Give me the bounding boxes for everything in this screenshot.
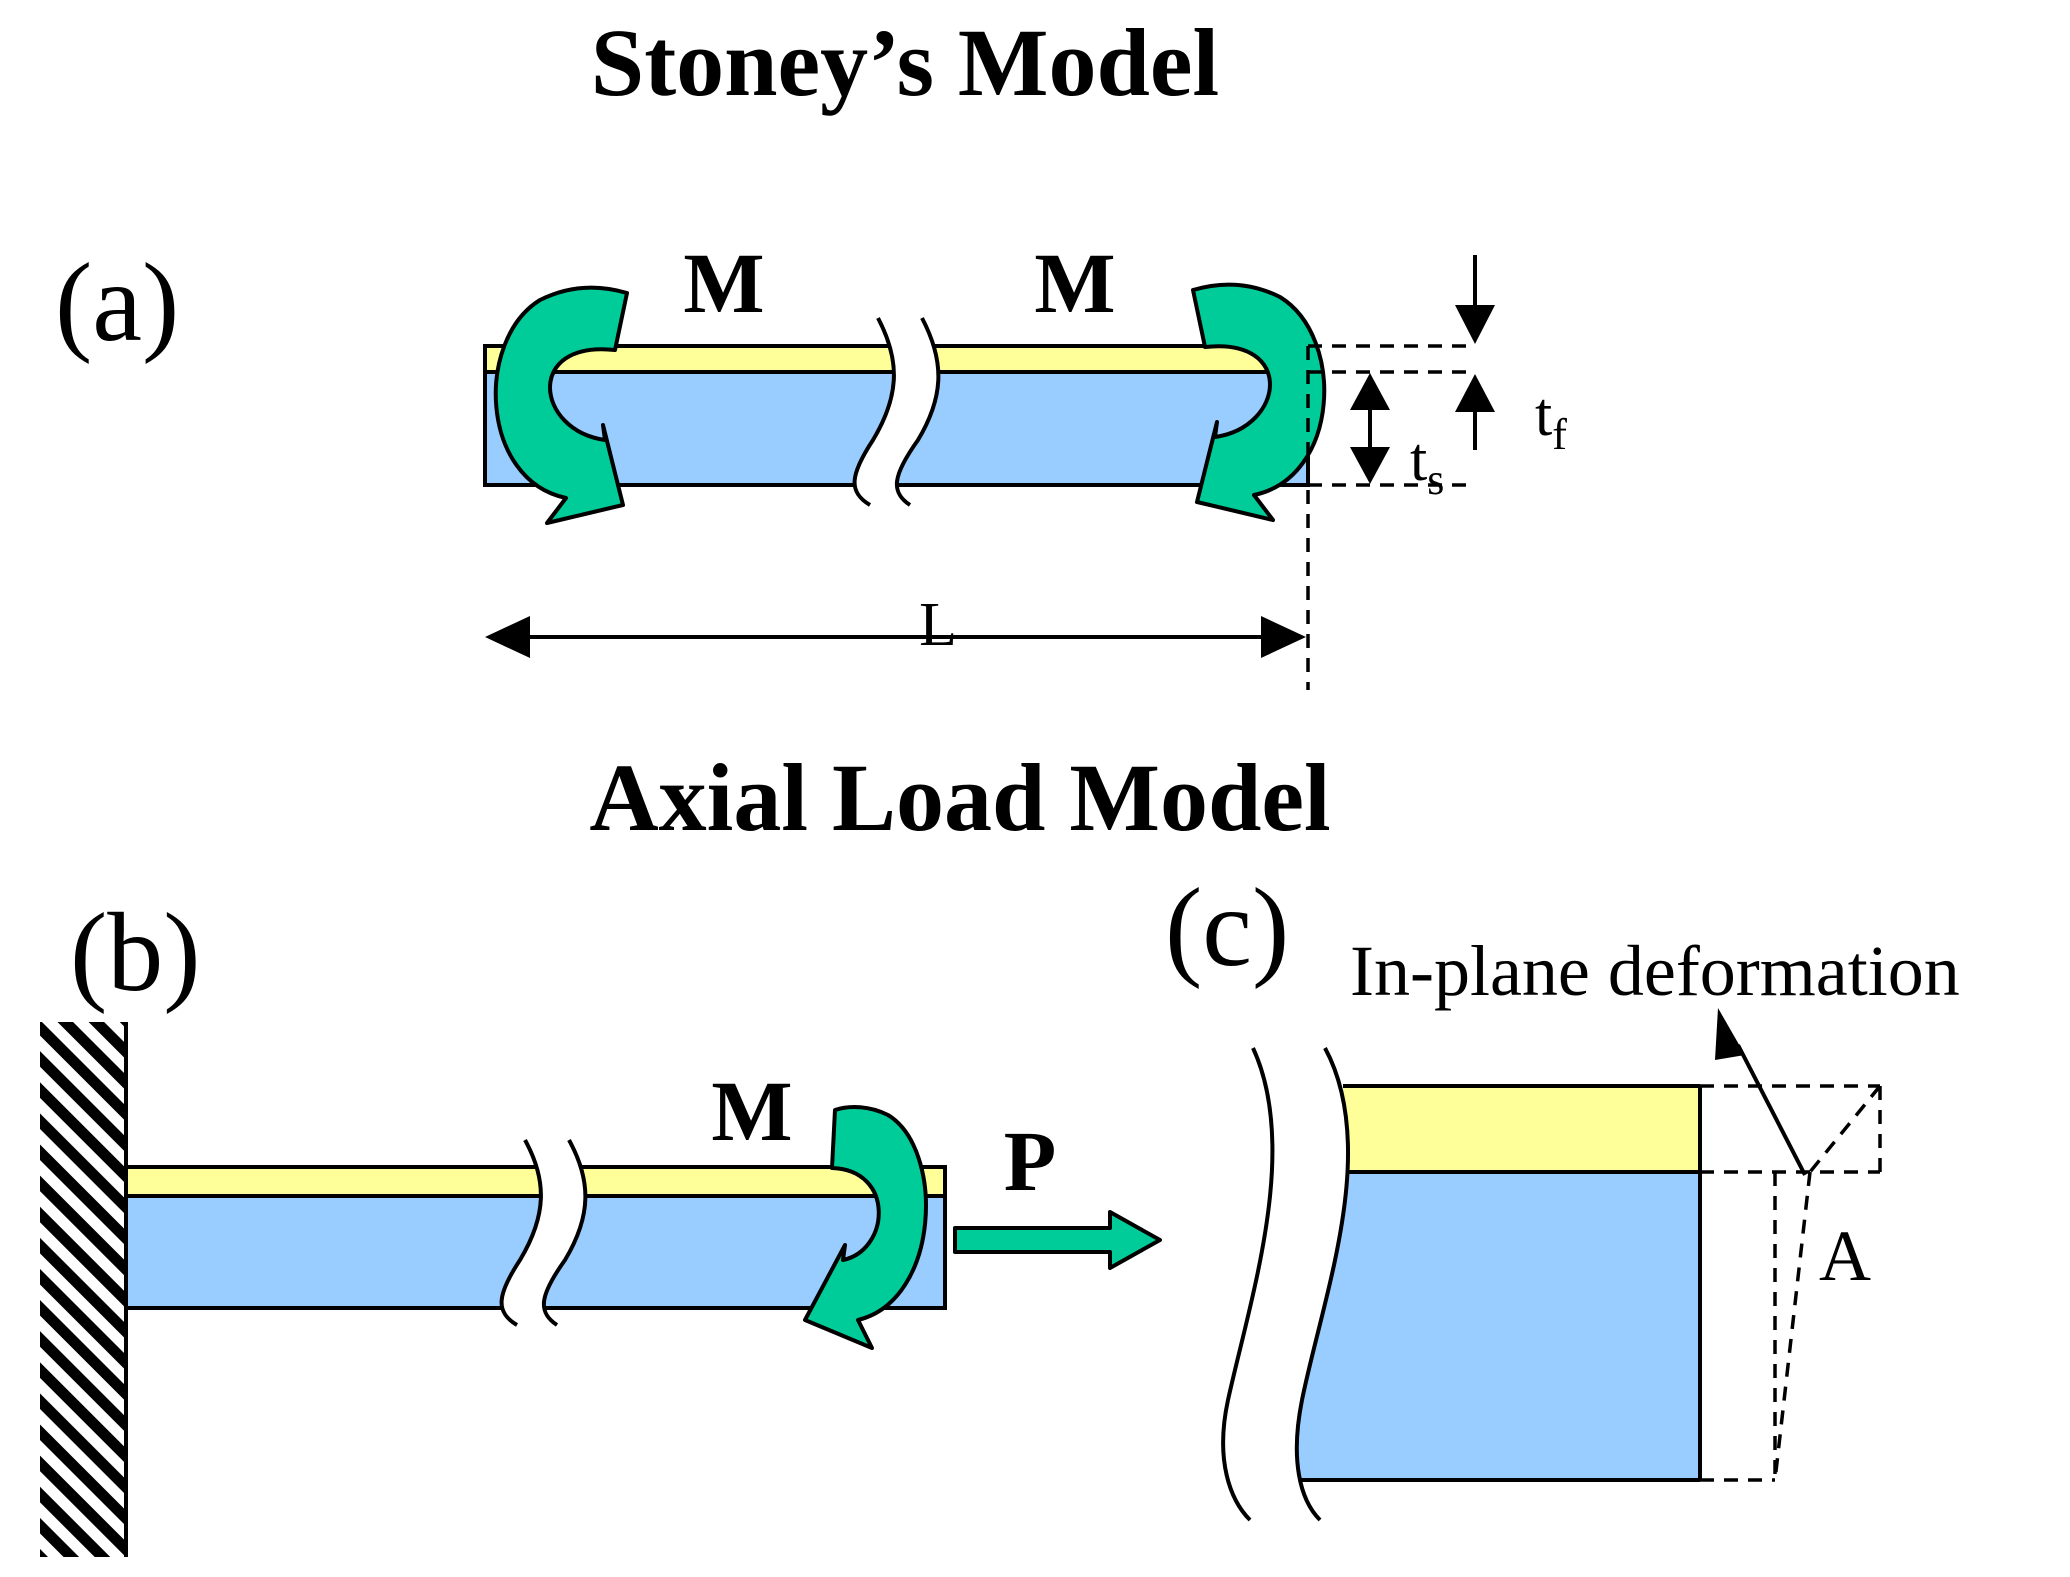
film-thickness-base: t [1535, 381, 1552, 449]
moment-arrow-right-a [1191, 282, 1327, 522]
panel-b: (b) M P [40, 891, 1162, 1557]
break-line-right-c [1294, 1047, 1351, 1522]
break-line-right-b [541, 1139, 588, 1327]
title-axial-load-model: Axial Load Model [589, 744, 1330, 851]
block-outline-c [1300, 1084, 1702, 1482]
moment-label-b: M [711, 1063, 792, 1159]
deformation-pointer-head [1715, 1008, 1745, 1060]
length-label: L [919, 591, 957, 659]
force-label-p: P [1004, 1113, 1057, 1209]
moment-arrow-left-a [493, 285, 629, 525]
break-line-left-a [852, 317, 896, 507]
substrate-thickness-base: t [1410, 426, 1427, 494]
length-arrowhead-left [485, 616, 530, 658]
film-thickness-subscript: f [1552, 410, 1567, 459]
axial-force-arrow [953, 1210, 1162, 1270]
break-line-right-a [894, 317, 941, 507]
deformation-pointer-line [1736, 1044, 1807, 1176]
film-thickness-arrowhead-bottom [1455, 374, 1495, 412]
dimension-dashes-a [1306, 344, 1470, 690]
panel-label-b: (b) [70, 891, 201, 1015]
moment-arrow-b [803, 1105, 928, 1350]
fixed-wall-hatch [40, 1022, 126, 1557]
break-symbol-c [1223, 1048, 1349, 1520]
break-line-left-b [499, 1139, 543, 1327]
film-b [124, 1165, 947, 1198]
moment-label-right-a: M [1034, 235, 1115, 331]
substrate-c [1298, 1172, 1700, 1480]
substrate-thickness-label: ts [1410, 426, 1444, 504]
break-symbol-a [854, 318, 939, 505]
moment-label-left-a: M [683, 235, 764, 331]
substrate-thickness-arrowhead-top [1350, 373, 1390, 410]
in-plane-deformation-label: In-plane deformation [1350, 931, 1960, 1011]
title-stoney-model: Stoney’s Model [591, 9, 1219, 116]
break-symbol-b [501, 1140, 586, 1325]
panel-a: (a) M M tf [55, 235, 1567, 690]
length-arrowhead-right [1261, 616, 1306, 658]
deformation-dashes-c [1700, 1084, 1882, 1482]
substrate-thickness-arrowhead-bottom [1350, 447, 1390, 484]
break-line-left-c [1221, 1047, 1275, 1522]
point-a-label: A [1819, 1216, 1871, 1296]
panel-label-c: (c) [1165, 866, 1289, 990]
film-c [1340, 1086, 1700, 1172]
film-thickness-label: tf [1535, 381, 1567, 459]
film-thickness-arrowhead-top [1455, 305, 1495, 344]
panel-label-a: (a) [55, 241, 179, 365]
panel-c: (c) In-plane deformation A [1165, 866, 1960, 1522]
substrate-thickness-subscript: s [1427, 455, 1444, 504]
